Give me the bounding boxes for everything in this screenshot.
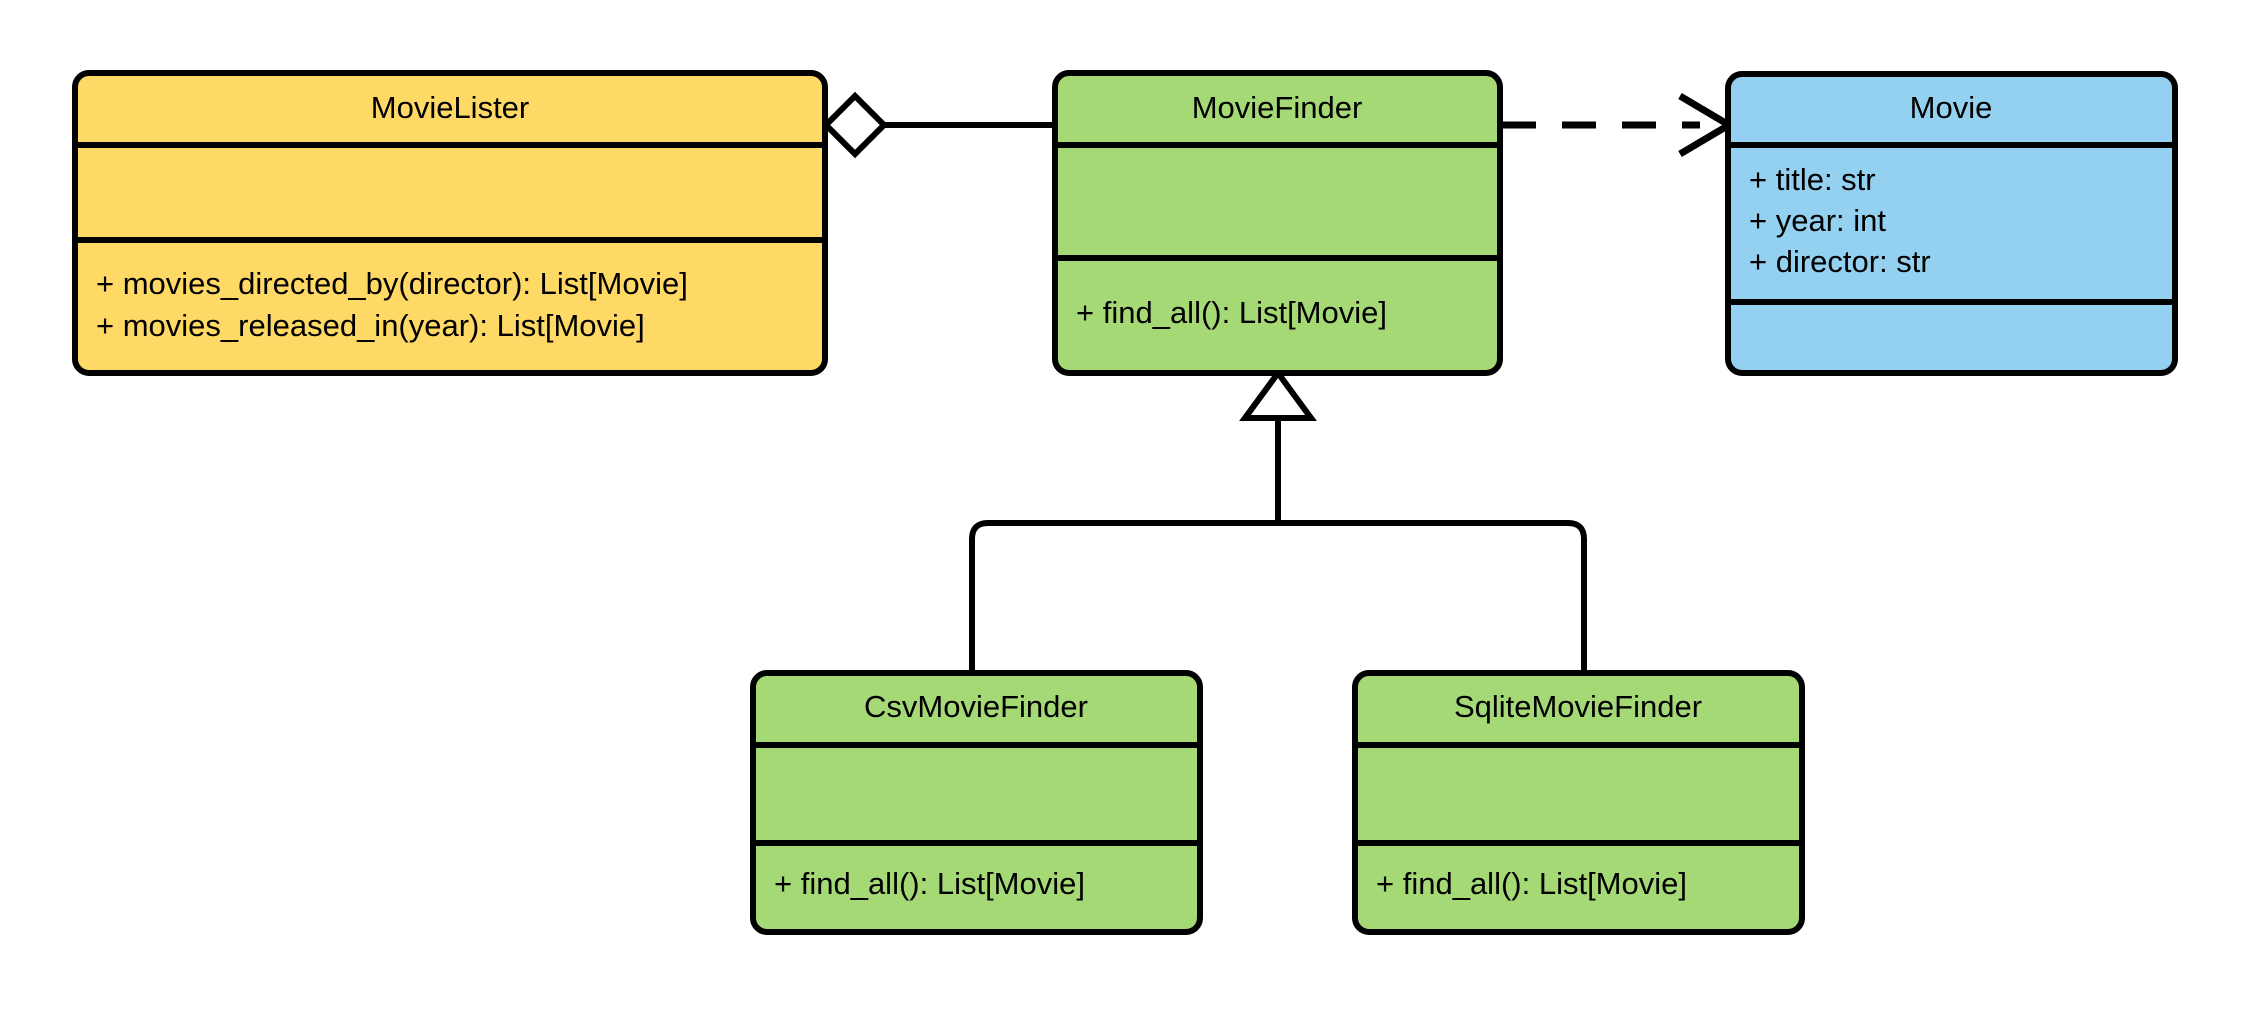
edge-dependency-finder-movie[interactable] (1502, 92, 1736, 158)
hollow-triangle-icon (1239, 367, 1317, 421)
movie-attribute-1: + year: int (1749, 203, 1886, 238)
movie-lister-method-0: + movies_directed_by(director): List[Mov… (96, 266, 688, 301)
movie-body (1725, 71, 2178, 376)
movie-lister-title: MovieLister (371, 90, 530, 125)
class-box-csv-movie-finder[interactable]: CsvMovieFinder + find_all(): List[Movie] (750, 670, 1203, 935)
class-box-movie-finder[interactable]: MovieFinder + find_all(): List[Movie] (1052, 70, 1503, 376)
movie-lister-method-1: + movies_released_in(year): List[Movie] (96, 308, 645, 343)
class-box-movie-lister[interactable]: MovieLister + movies_directed_by(directo… (72, 70, 828, 376)
sqlite-movie-finder-body (1352, 670, 1805, 935)
edge-aggregation-lister-finder[interactable] (821, 91, 1058, 159)
movie-finder-title: MovieFinder (1192, 90, 1363, 125)
movie-attribute-0: + title: str (1749, 162, 1876, 197)
movie-finder-method-0: + find_all(): List[Movie] (1076, 295, 1387, 330)
hollow-diamond-icon (821, 91, 889, 159)
sqlite-movie-finder-title: SqliteMovieFinder (1454, 689, 1702, 724)
csv-movie-finder-title: CsvMovieFinder (864, 689, 1088, 724)
csv-movie-finder-method-0: + find_all(): List[Movie] (774, 866, 1085, 901)
movie-title: Movie (1910, 90, 1993, 125)
edge-generalization-bus[interactable] (969, 367, 1587, 673)
csv-movie-finder-body (750, 670, 1203, 935)
class-box-sqlite-movie-finder[interactable]: SqliteMovieFinder + find_all(): List[Mov… (1352, 670, 1805, 935)
generalization-bus-line (969, 520, 1587, 673)
movie-attribute-2: + director: str (1749, 244, 1931, 279)
class-box-movie[interactable]: Movie + title: str + year: int + directo… (1725, 71, 2178, 376)
sqlite-movie-finder-method-0: + find_all(): List[Movie] (1376, 866, 1687, 901)
